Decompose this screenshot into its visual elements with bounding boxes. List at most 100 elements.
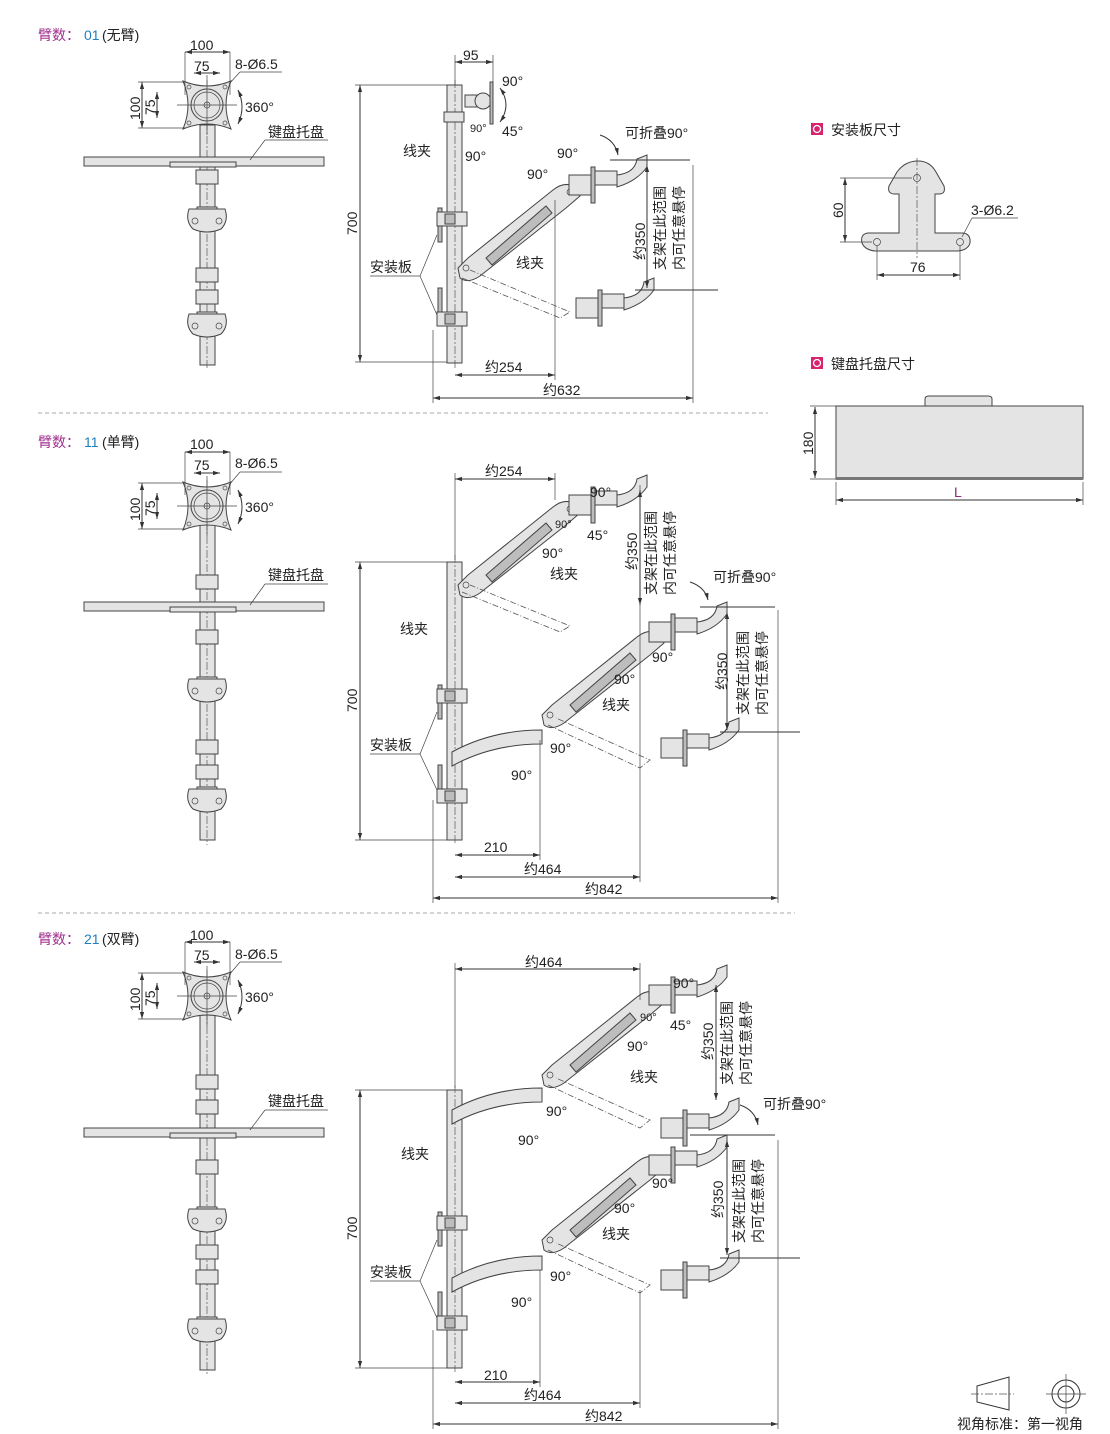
travel-range: 约350 [632,222,648,260]
cable-clip-label: 线夹 [602,1226,630,1242]
rotation-angle: 360° [245,499,274,515]
holes-spec: 8-Ø6.5 [235,455,278,471]
hover-note: 支架在此范围 [719,1001,735,1085]
mount-plate-label: 安装板 [370,259,412,275]
rotation-angle: 360° [245,99,274,115]
dim-reach-total: 约842 [585,1408,623,1424]
angle-label: 45° [502,123,523,139]
hover-note: 内可任意悬停 [671,186,687,270]
holes-spec: 8-Ø6.5 [235,56,278,72]
title-suffix: (无臂) [102,27,139,43]
keyboard-tray-dimensions: 键盘托盘尺寸 180 L [800,356,1084,505]
cable-clip-label: 线夹 [550,566,578,582]
holes-spec: 8-Ø6.5 [235,946,278,962]
dim-height-outer: 100 [127,987,143,1011]
cable-clip-label: 线夹 [602,697,630,713]
cable-clip-label: 线夹 [403,143,431,159]
vesa-plate [176,965,238,1027]
dim-length: L [954,484,962,500]
dim-reach-total: 约632 [543,382,581,398]
rotation-angle: 360° [245,989,274,1005]
title-code: 01 [84,27,100,43]
hover-note: 支架在此范围 [735,631,751,715]
angle-label: 90° [590,484,611,500]
title-code: 21 [84,931,100,947]
angle-label: 90° [614,1200,635,1216]
dim-width-outer: 100 [190,436,214,452]
legend-marker-icon [811,123,823,135]
angle-label: 90° [652,649,673,665]
title-prefix: 臂数： [38,931,80,947]
side-view-01: 95 700 约254 约632 线夹 线夹 安装板 可折叠90° 约350 支… [344,47,718,403]
mount-plate-label: 安装板 [370,737,412,753]
cable-clip-label: 线夹 [400,621,428,637]
angle-label: 90° [527,166,548,182]
mount-plate-label: 安装板 [370,1264,412,1280]
travel-range: 约350 [624,532,640,570]
hover-note: 内可任意悬停 [738,1001,754,1085]
section-title-01: 臂数： 01 (无臂) [38,27,139,43]
hover-note: 内可任意悬停 [754,631,770,715]
angle-label: 90° [614,671,635,687]
side-view-21: 700 约464 210 约464 约842 线夹 线夹 线夹 安装板 可折叠9… [344,954,826,1429]
angle-label: 90° [511,1294,532,1310]
dim-hole-spacing: 76 [910,259,926,275]
dim-height-outer: 100 [127,497,143,521]
keyboard-tray-label: 键盘托盘 [268,567,324,583]
section-title-21: 臂数： 21 (双臂) [38,931,139,947]
dim-width-inner: 75 [194,457,210,473]
dim-reach-top: 约464 [525,954,563,970]
angle-label: 45° [670,1017,691,1033]
vesa-plate [176,74,238,136]
dim-arm-length: 210 [484,1367,508,1383]
front-view-01: 100 75 100 75 8-Ø6.5 360° 键盘托盘 [83,37,328,370]
title-suffix: (双臂) [102,931,139,947]
section-title-11: 臂数： 11 (单臂) [38,434,139,450]
cable-clip-label: 线夹 [516,255,544,271]
dim-height-inner: 75 [142,500,158,516]
dim-height: 700 [344,688,360,712]
dim-reach: 约464 [524,1387,562,1403]
cable-clip-label: 线夹 [630,1069,658,1085]
angle-label: 90° [465,148,486,164]
title-prefix: 臂数： [38,434,80,450]
section-heading: 键盘托盘尺寸 [831,356,915,372]
cable-clip-label: 线夹 [401,1146,429,1162]
dim-width-inner: 75 [194,947,210,963]
dim-reach-top: 约254 [485,463,523,479]
hover-note: 内可任意悬停 [662,511,678,595]
travel-range: 约350 [714,652,730,690]
hover-note: 内可任意悬停 [750,1159,766,1243]
angle-label: 90° [627,1038,648,1054]
foldable-label: 可折叠90° [763,1096,826,1112]
mount-plate-dimensions: 安装板尺寸 60 76 3-Ø6.2 [811,122,1018,280]
tray-shape [835,405,1084,480]
dim-width-outer: 100 [190,37,214,53]
angle-label: 90° [546,1103,567,1119]
vesa-plate [176,475,238,537]
dim-height-outer: 100 [127,96,143,120]
angle-label: 90° [550,740,571,756]
hover-note: 支架在此范围 [731,1159,747,1243]
title-suffix: (单臂) [102,434,139,450]
holes-spec: 3-Ø6.2 [971,202,1014,218]
angle-label: 90° [555,519,572,531]
dim-height: 700 [344,211,360,235]
angle-label: 90° [518,1132,539,1148]
angle-label: 90° [652,1175,673,1191]
side-view-11: 700 约254 210 约464 约842 线夹 线夹 线夹 安装板 可折叠9… [344,463,800,903]
dim-arm-length: 210 [484,839,508,855]
travel-range: 约350 [710,1180,726,1218]
keyboard-tray-label: 键盘托盘 [268,1093,324,1109]
hover-note: 支架在此范围 [643,511,659,595]
legend-marker-icon [811,357,823,369]
keyboard-tray-label: 键盘托盘 [268,124,324,140]
title-prefix: 臂数： [38,27,80,43]
projection-circle-icon [1046,1374,1086,1414]
projection-label: 视角标准：第一视角 [957,1416,1083,1432]
angle-label: 90° [557,145,578,161]
foldable-label: 可折叠90° [625,125,688,141]
angle-label: 90° [640,1012,657,1024]
title-code: 11 [84,434,99,450]
